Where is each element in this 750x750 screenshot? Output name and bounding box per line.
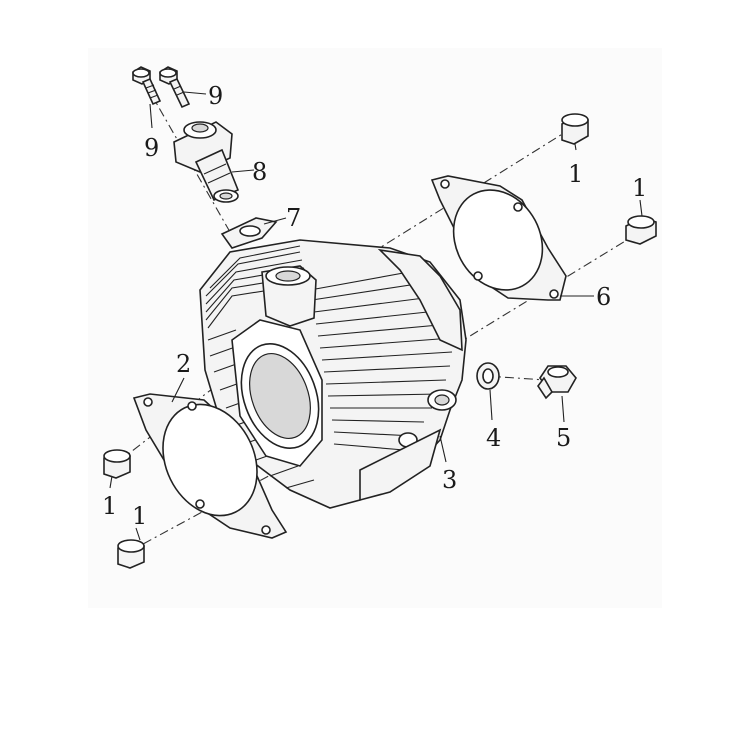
callout-9-left: 9 <box>144 134 159 162</box>
washer-part-4 <box>476 362 500 390</box>
dowel-pin-lower-left <box>103 449 131 479</box>
bolt-part-9 <box>132 66 162 106</box>
dowel-pin-far-right <box>625 215 657 245</box>
callout-6: 6 <box>596 283 611 311</box>
callout-9-right: 9 <box>208 82 223 110</box>
callout-2: 2 <box>176 350 191 378</box>
callout-labels: 9 9 8 7 6 1 1 2 4 5 3 1 1 <box>102 82 647 530</box>
callout-3: 3 <box>442 466 457 494</box>
callout-5: 5 <box>556 424 571 452</box>
bolt-part-9-second <box>159 66 191 109</box>
callout-7: 7 <box>286 204 301 232</box>
callout-1-bottom-left: 1 <box>132 502 147 530</box>
callout-4: 4 <box>486 424 501 452</box>
base-gasket-part-2 <box>132 393 288 539</box>
chain-tensioner-part-8 <box>173 121 240 203</box>
head-gasket-part-6 <box>430 175 567 301</box>
callout-1-lower-left: 1 <box>102 492 117 520</box>
callout-8: 8 <box>252 158 267 186</box>
tensioner-gasket-part-7 <box>220 217 278 249</box>
callout-1-top-right: 1 <box>568 160 583 188</box>
callout-1-far-right: 1 <box>632 174 647 202</box>
dowel-pin-bottom-left <box>117 539 145 569</box>
dowel-pin-top-right <box>561 113 589 145</box>
plug-bolt-part-5 <box>537 365 577 400</box>
leader-lines <box>109 91 643 541</box>
